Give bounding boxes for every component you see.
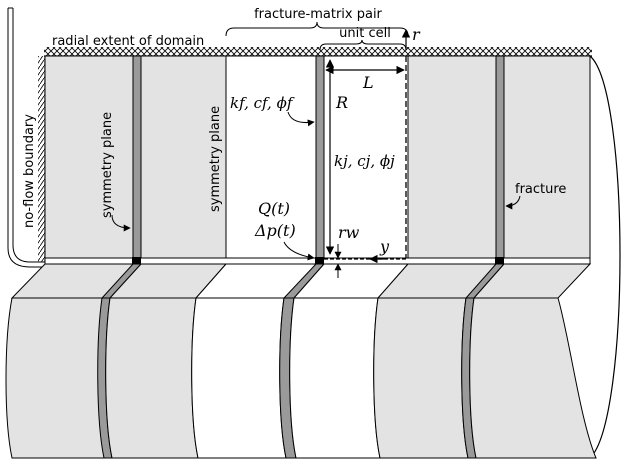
fracture-pointer-arrow <box>505 195 521 210</box>
left-boundary-hatch <box>38 56 45 262</box>
brace-fracture-matrix-pair <box>225 21 409 37</box>
fracture-upper-3 <box>495 55 505 263</box>
lower-block-4-face <box>289 297 381 459</box>
label-rw: rw <box>338 223 360 242</box>
label-radial-extent: radial extent of domain <box>52 34 204 49</box>
label-unit-cell: unit cell <box>339 26 391 41</box>
top-boundary-hatch <box>44 47 592 56</box>
label-symmetry-plane-mid: symmetry plane <box>208 106 223 212</box>
lower-block-2-face <box>105 297 199 459</box>
label-symmetry-plane-left: symmetry plane <box>100 112 115 218</box>
lower-block-5-face <box>373 297 469 459</box>
lower-block-6-face <box>469 297 597 459</box>
well-node-1 <box>132 257 141 265</box>
lower-cylinder <box>5 263 597 459</box>
label-no-flow-boundary: no-flow boundary <box>22 114 37 228</box>
label-kj-cj-phij: kj, cj, ϕj <box>334 152 395 170</box>
label-L: L <box>362 73 374 92</box>
fracture-upper-1 <box>132 55 142 263</box>
fracture-upper-2 <box>315 55 325 263</box>
matrix-block-6 <box>499 55 591 263</box>
well-node-3 <box>495 257 504 265</box>
label-kf-cf-phif: kf, cf, ϕf <box>230 94 295 112</box>
label-fracture: fracture <box>515 182 566 197</box>
matrix-block-1 <box>44 55 138 263</box>
matrix-block-5 <box>407 55 501 263</box>
well-node-2 <box>315 257 324 265</box>
label-dpt: Δp(t) <box>254 221 296 240</box>
label-r: r <box>412 25 421 44</box>
no-flow-boundary-tube <box>7 8 45 268</box>
Qt-pointer-arrow <box>283 241 315 261</box>
lower-block-1-face <box>5 297 113 459</box>
lower-block-3-face <box>191 297 287 459</box>
label-Qt: Q(t) <box>258 199 290 218</box>
brace-unit-cell <box>319 39 407 51</box>
label-R: R <box>335 93 348 112</box>
sym-left-pointer-arrow <box>111 214 131 232</box>
cylinder-end-cap <box>589 55 621 459</box>
label-y: y <box>379 237 390 256</box>
kf-pointer-arrow <box>287 111 315 127</box>
label-fracture-matrix-pair: fracture-matrix pair <box>254 7 382 22</box>
matrix-block-2 <box>136 55 227 263</box>
